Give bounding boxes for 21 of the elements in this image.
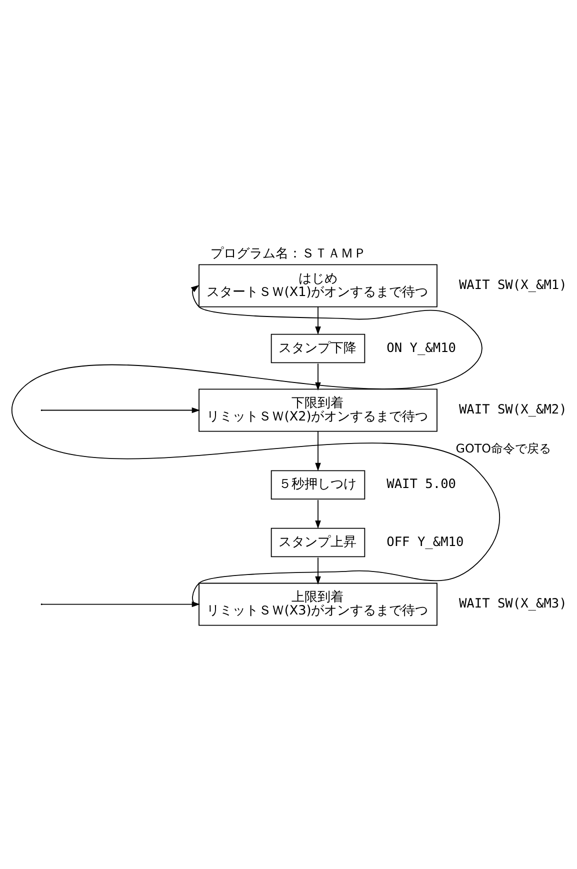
node-label: WAIT 5.00 <box>386 477 456 492</box>
edge-label: GOTO命令で戻る <box>456 442 551 456</box>
node-label: ON Y_&M10 <box>386 340 456 356</box>
node-label: WAIT SW(X_&M1) <box>458 278 567 294</box>
arrow <box>41 407 200 414</box>
node-box: 下限到着 リミットＳＷ(X2)がオンするまで待つ <box>198 388 438 432</box>
node-label: WAIT SW(X_&M2) <box>458 402 567 418</box>
diagram-title: プログラム名：ＳＴＡＭＰ <box>210 246 366 262</box>
node-box: スタンプ下降 <box>270 334 366 364</box>
node-box: 上限到着 リミットＳＷ(X3)がオンするまで待つ <box>198 582 438 626</box>
node-box: はじめ スタートＳＷ(X1)がオンするまで待つ <box>198 264 438 308</box>
arrow <box>315 499 321 529</box>
arrow <box>315 430 321 472</box>
node-box: スタンプ上昇 <box>270 528 366 558</box>
node-label: WAIT SW(X_&M3) <box>458 596 567 612</box>
node-box: ５秒押しつけ <box>270 470 366 500</box>
arrow <box>315 557 321 585</box>
node-label: OFF Y_&M10 <box>386 534 464 550</box>
arrow <box>41 601 200 608</box>
arrow <box>11 284 500 608</box>
arrow <box>315 306 321 335</box>
